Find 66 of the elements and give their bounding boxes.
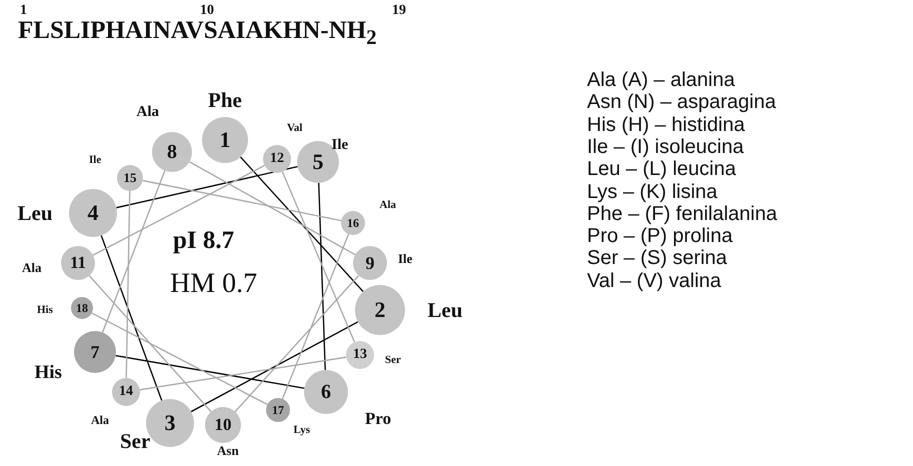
connector-line <box>91 312 268 406</box>
legend-text: Pro – (P) prolina <box>587 226 733 246</box>
residue-circle: 4 <box>69 189 117 237</box>
residue-label: His <box>34 362 62 382</box>
residue-label: Phe <box>208 90 242 110</box>
residue-circle: 2 <box>355 285 405 335</box>
connector-line <box>318 182 326 370</box>
residue-circle: 9 <box>353 246 387 280</box>
residue-circle: 12 <box>263 145 291 173</box>
legend-text: Phe – (F) fenilalanina <box>587 204 778 224</box>
residue-circle: 11 <box>61 246 95 280</box>
residue-label: Ala <box>22 260 42 274</box>
residue-circle: 15 <box>117 165 143 191</box>
legend-text: Asn (N) – asparagina <box>587 92 776 112</box>
residue-label: Val <box>287 122 302 134</box>
connector-line <box>142 180 342 222</box>
connector-line <box>126 190 130 378</box>
residue-label: Leu <box>428 300 463 320</box>
connector-line <box>189 161 356 256</box>
residue-circle: 13 <box>346 341 374 369</box>
position-number: 19 <box>392 4 406 18</box>
residue-circle: 7 <box>74 331 116 373</box>
residue-label: Lys <box>294 424 310 436</box>
legend-text: His (H) – histidina <box>587 114 745 135</box>
residue-label: Ile <box>89 154 102 166</box>
isoelectric-point: pI 8.7 <box>173 228 234 253</box>
residue-label: Leu <box>18 202 53 224</box>
position-number: 10 <box>200 4 214 18</box>
connector-line <box>282 234 350 400</box>
residue-label: Ala <box>91 414 109 426</box>
residue-label: Ile <box>398 252 412 264</box>
residue-circle: 6 <box>304 370 348 414</box>
residue-circle: 1 <box>202 117 248 163</box>
residue-label: Pro <box>365 410 392 426</box>
connector-line <box>190 321 358 412</box>
connector-line <box>234 275 360 412</box>
residue-circle: 17 <box>266 398 290 422</box>
residue-label: Ala <box>380 200 396 210</box>
legend-text: Ser – (S) serina <box>587 248 728 268</box>
residue-label: Ile <box>332 138 348 152</box>
legend-text: Ala (A) – alanina <box>587 70 735 90</box>
residue-label: Ala <box>136 104 159 120</box>
residue-circle: 16 <box>341 211 365 235</box>
connector-line <box>240 156 364 292</box>
residue-label: Asn <box>217 444 239 456</box>
residue-circle: 18 <box>71 297 93 319</box>
connector-line <box>88 275 212 412</box>
connector-line <box>140 356 346 390</box>
legend-text: Leu – (L) leucina <box>587 159 736 180</box>
residue-circle: 10 <box>205 407 241 443</box>
legend-text: Lys – (K) lisina <box>587 182 718 202</box>
residue-label: His <box>37 304 53 316</box>
connector-line <box>116 166 298 208</box>
residue-circle: 14 <box>112 378 140 406</box>
connector-line <box>100 235 162 401</box>
connector-line <box>92 164 265 256</box>
residue-label: Ser <box>385 354 401 366</box>
legend-text: Ile – (I) isoleucina <box>587 136 744 157</box>
hydrophobic-moment: HM 0.7 <box>170 270 258 298</box>
legend-text: Val – (V) valina <box>587 270 722 291</box>
connector-line <box>102 170 166 333</box>
residue-circle: 8 <box>152 132 192 172</box>
peptide-sequence: FLSLIPHAINAVSAIAKHN-NH$_{2}$ <box>18 18 377 48</box>
connector-line <box>116 354 304 389</box>
connector-line <box>282 172 356 342</box>
position-number: 1 <box>20 4 27 18</box>
